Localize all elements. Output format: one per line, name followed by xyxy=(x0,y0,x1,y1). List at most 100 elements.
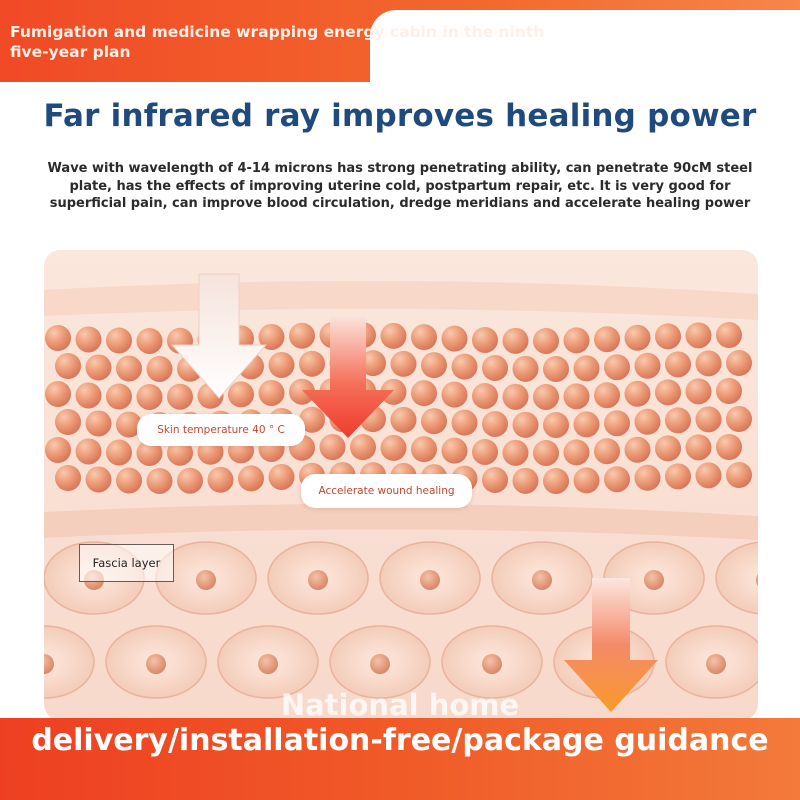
cell-particle xyxy=(411,380,437,407)
cell-particle xyxy=(695,406,722,433)
cell-particle xyxy=(299,350,325,377)
cell-particle xyxy=(106,383,132,410)
cell-particle xyxy=(634,464,661,491)
down-arrow-red-icon xyxy=(302,316,394,438)
cell-nucleus xyxy=(756,574,758,586)
cell-particle xyxy=(75,438,102,465)
cell-particle xyxy=(502,327,529,354)
cell-particle xyxy=(685,378,712,405)
cell-particle xyxy=(75,382,102,409)
cell-particle xyxy=(380,322,407,349)
cell-particle xyxy=(716,434,742,461)
cell-particle xyxy=(594,438,620,465)
cell-particle xyxy=(655,435,681,462)
cell-particle xyxy=(106,327,132,354)
cell-particle xyxy=(45,325,71,351)
cell-particle xyxy=(512,355,539,382)
cell-particle xyxy=(441,325,468,352)
cell-particle xyxy=(655,323,681,350)
cell-particle xyxy=(573,411,600,438)
cell-particle xyxy=(543,411,569,438)
cell-particle xyxy=(268,463,295,490)
cell-nucleus xyxy=(370,654,390,674)
cell-particle xyxy=(451,409,478,436)
cell-particle xyxy=(85,354,112,381)
cell-particle xyxy=(228,381,254,408)
cell-particle xyxy=(85,466,112,493)
cell-particle xyxy=(55,409,81,435)
dermis-boundary xyxy=(44,503,758,540)
cell-particle xyxy=(106,439,132,466)
cell-particle xyxy=(634,408,661,435)
cell-particle xyxy=(45,381,71,407)
cell-particle xyxy=(411,436,437,463)
cell-nucleus xyxy=(482,654,502,674)
cell-particle xyxy=(167,439,193,466)
cell-nucleus xyxy=(258,654,278,674)
cell-particle xyxy=(472,326,498,353)
cell-particle xyxy=(502,439,529,466)
cell-particle xyxy=(685,434,712,461)
cell-particle xyxy=(604,410,630,437)
fascia-layer-label: Fascia layer xyxy=(79,544,174,582)
cell-particle xyxy=(533,327,559,354)
cell-particle xyxy=(421,352,447,379)
cell-nucleus xyxy=(420,570,440,590)
cell-particle xyxy=(268,351,295,378)
epidermis-layer xyxy=(44,280,758,320)
cell-nucleus xyxy=(706,654,726,674)
cell-particle xyxy=(207,466,234,493)
product-title: Fumigation and medicine wrapping energy … xyxy=(10,23,545,61)
cell-particle xyxy=(502,383,529,410)
cell-particle xyxy=(136,383,163,410)
cell-particle xyxy=(55,353,81,379)
cell-particle xyxy=(716,322,742,349)
cell-particle xyxy=(55,465,81,491)
cell-particle xyxy=(594,382,620,409)
fascia-cells xyxy=(44,541,758,699)
cell-particle xyxy=(482,354,508,381)
cell-particle xyxy=(75,326,102,353)
cell-particle xyxy=(177,467,203,494)
cell-particle xyxy=(695,462,722,489)
cell-particle xyxy=(665,407,691,434)
cell-particle xyxy=(594,326,620,353)
cell-particle xyxy=(146,355,173,382)
cell-particle xyxy=(624,380,651,407)
cell-particle xyxy=(563,383,590,410)
down-arrow-orange-icon xyxy=(564,578,658,712)
top-banner-tab xyxy=(370,10,800,82)
cell-particle xyxy=(116,355,142,382)
cell-particle xyxy=(472,438,498,465)
footer-ghost-text: National home xyxy=(280,688,520,722)
cell-particle xyxy=(472,382,498,409)
cell-particle xyxy=(533,383,559,410)
cell-particle xyxy=(716,378,742,405)
callout-skin-temperature: Skin temperature 40 ° C xyxy=(137,414,305,446)
cell-particle xyxy=(512,467,539,494)
cell-particle xyxy=(512,411,539,438)
cell-particle xyxy=(238,465,264,492)
cell-nucleus xyxy=(532,570,552,590)
down-arrow-white-icon xyxy=(170,273,268,399)
cell-particle xyxy=(726,462,752,489)
cell-particle xyxy=(380,434,407,461)
cell-particle xyxy=(441,437,468,464)
cell-particle xyxy=(451,353,478,380)
cell-particle xyxy=(390,406,417,433)
fascia-cell xyxy=(44,625,95,699)
cell-particle xyxy=(360,350,386,377)
cell-particle xyxy=(665,463,691,490)
cell-particle xyxy=(533,439,559,466)
cell-particle xyxy=(543,355,569,382)
cell-particle xyxy=(167,383,193,410)
cell-particle xyxy=(411,324,437,351)
cell-particle xyxy=(573,355,600,382)
cell-particle xyxy=(604,354,630,381)
cell-particle xyxy=(604,466,630,493)
cell-particle xyxy=(85,410,112,437)
cell-nucleus xyxy=(146,654,166,674)
cell-particle xyxy=(726,406,752,433)
cell-particle xyxy=(136,439,163,466)
cell-particle xyxy=(563,439,590,466)
